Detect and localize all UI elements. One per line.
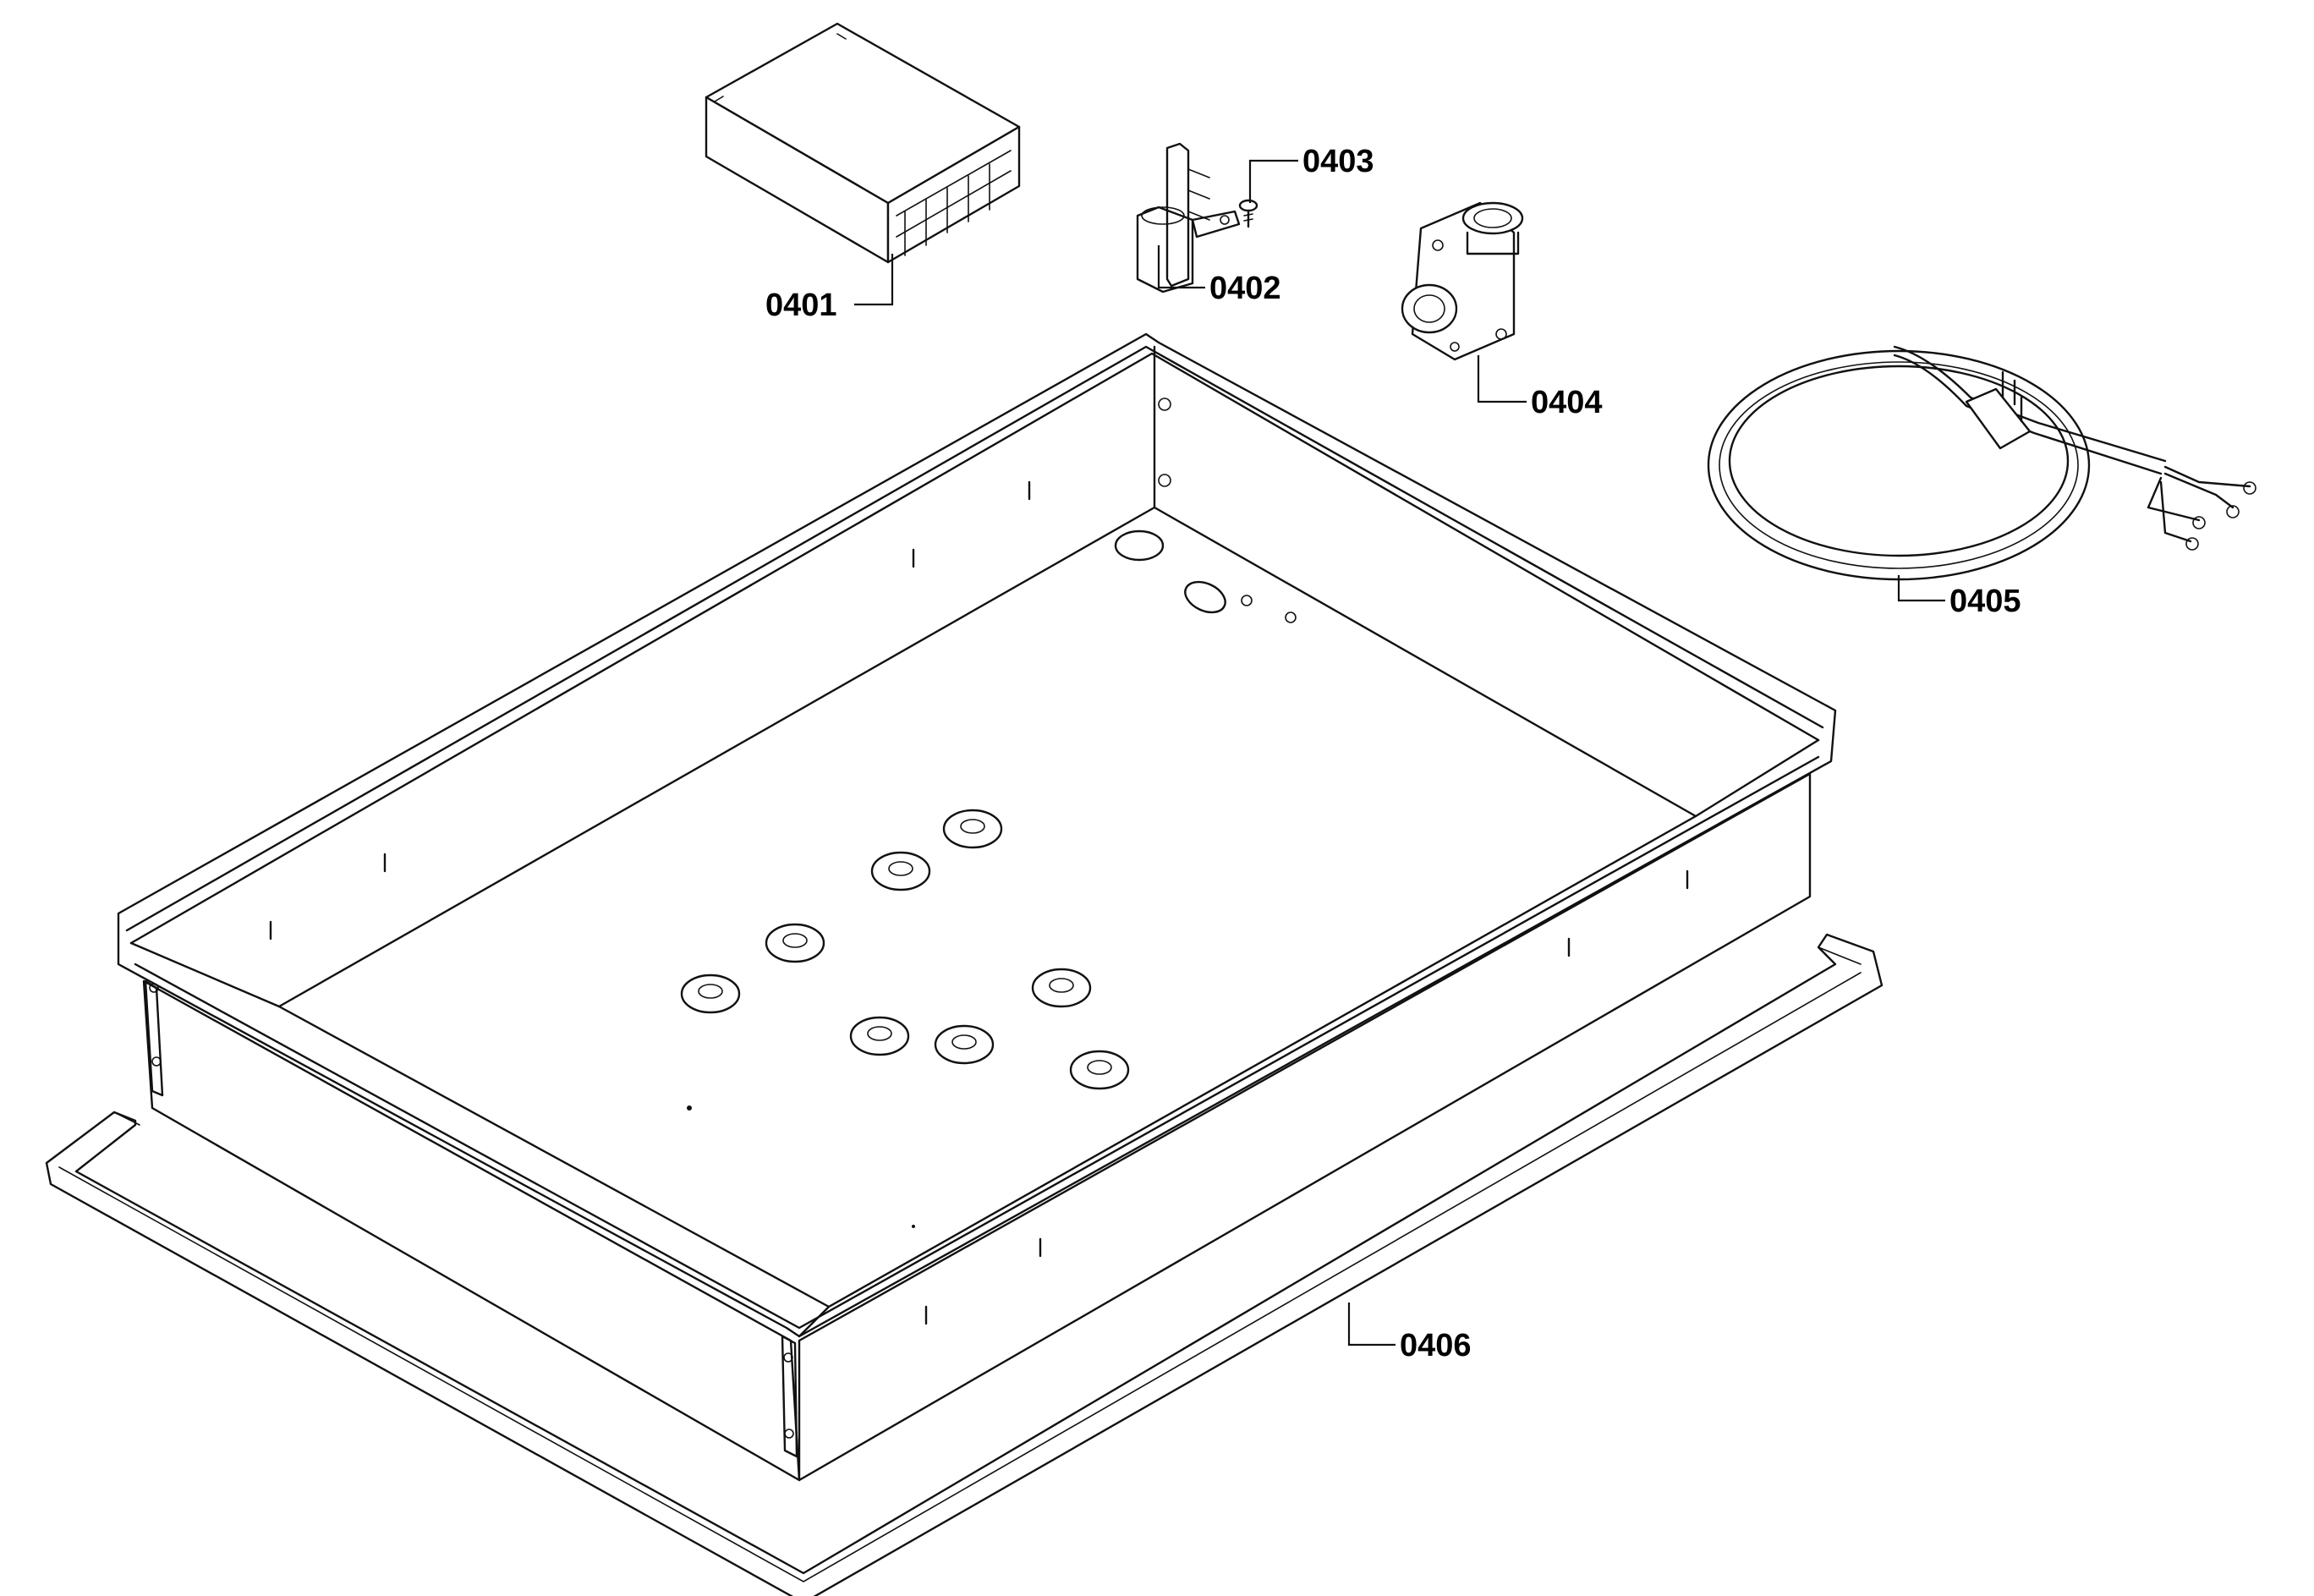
bottom-frame-gasket[interactable] [45,933,1884,1596]
leader-lines [854,159,1945,1346]
label-0404: 0404 [1531,385,1603,420]
burner-port-5 [1031,968,1092,1008]
module-box[interactable] [705,22,1021,264]
label-0401: 0401 [765,288,837,323]
burner-ports [680,809,1130,1090]
label-0402: 0402 [1209,271,1281,306]
burner-port-7 [934,1024,995,1065]
label-0403: 0403 [1302,144,1374,179]
label-0405: 0405 [1949,584,2021,619]
cooktop-pan [117,332,1837,1482]
power-cord[interactable] [1707,345,2256,581]
burner-port-6 [849,1016,910,1056]
gas-regulator[interactable] [1401,201,1524,361]
burner-port-1 [942,809,1003,849]
burner-port-3 [765,923,825,963]
screw[interactable] [1238,199,1258,228]
burner-port-4 [680,974,741,1014]
terminal-block[interactable] [1136,142,1241,293]
burner-port-2 [870,851,931,891]
burner-port-8 [1069,1050,1130,1090]
label-0406: 0406 [1400,1328,1472,1363]
